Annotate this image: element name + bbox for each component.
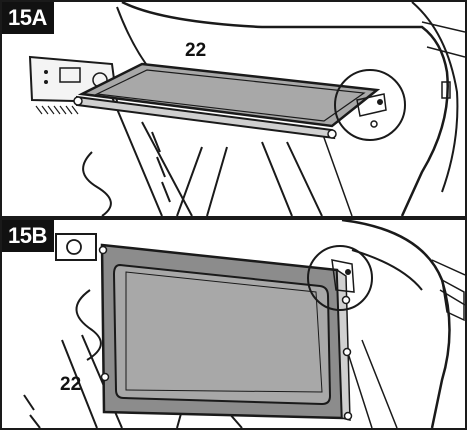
step-label: 15A: [2, 2, 54, 34]
knob-icon: [66, 239, 82, 255]
step-panel-15b: 15B 22: [0, 218, 467, 430]
part-callout: 22: [185, 40, 207, 61]
step-label: 15B: [2, 220, 54, 252]
grill-shelf-installed-illustration: [28, 2, 465, 216]
display-icon: [59, 67, 81, 83]
hinge-detail-circle-icon: [334, 69, 406, 141]
part-callout: 22: [60, 374, 82, 395]
hinge-detail-circle-icon: [307, 245, 373, 311]
step-panel-15a: 15A 22: [0, 0, 467, 218]
grill-shelf-folded-illustration: [23, 220, 465, 428]
